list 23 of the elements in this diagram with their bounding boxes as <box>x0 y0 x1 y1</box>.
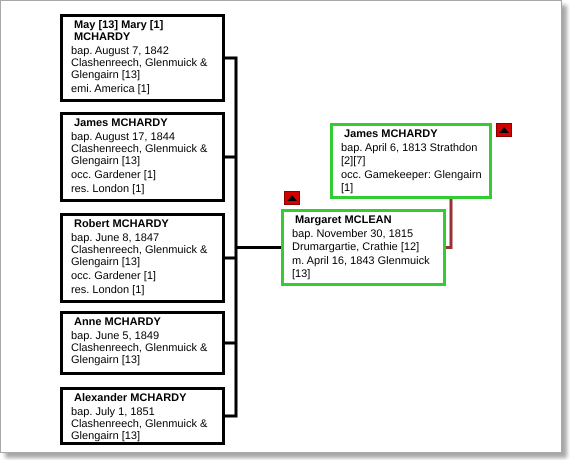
person-name: Robert MCHARDY <box>74 218 169 230</box>
person-card <box>281 209 446 286</box>
person-card <box>60 387 225 445</box>
person-name: James MCHARDY <box>344 128 438 141</box>
event-text: occ. Gamekeeper: Glengairn [1] <box>341 169 483 195</box>
person-card <box>60 14 225 102</box>
person-name: Anne MCHARDY <box>74 316 161 328</box>
person-name: Margaret MCLEAN <box>295 214 392 227</box>
person-card <box>60 311 225 375</box>
person-card <box>60 112 225 202</box>
event-text: occ. Gardener [1] <box>71 169 156 181</box>
event-text: m. April 16, 1843 Glenmuick [13] <box>292 255 431 281</box>
person-name: James MCHARDY <box>74 117 168 129</box>
event-text: emi. America [1] <box>71 83 150 95</box>
event-text: res. London [1] <box>71 284 144 296</box>
event-text: occ. Gardener [1] <box>71 270 156 282</box>
person-card <box>330 123 492 199</box>
connector-line <box>446 199 452 249</box>
event-text: bap. June 5, 1849 Clashenreech, Glenmuick & Glengairn [13] <box>71 330 208 366</box>
person-name: Alexander MCHARDY <box>74 392 186 404</box>
person-card <box>60 213 225 303</box>
event-text: bap. July 1, 1851 Clashenreech, Glenmuick & Glengairn [13] <box>71 406 208 442</box>
event-text: res. London [1] <box>71 183 144 195</box>
